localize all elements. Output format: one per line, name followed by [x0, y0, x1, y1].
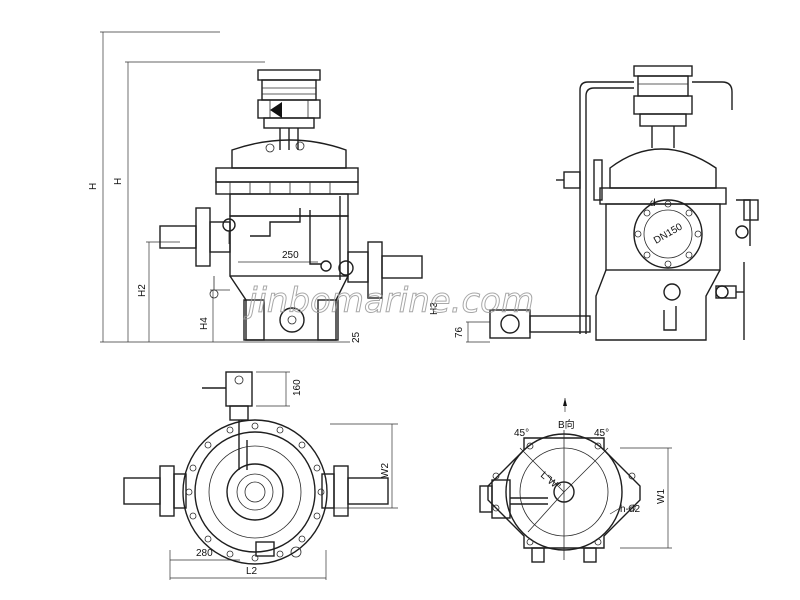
- port-d-label: d: [650, 198, 656, 209]
- b-direction-label: B向: [558, 418, 575, 431]
- angle-left: 45°: [514, 428, 529, 439]
- dim-W1: W1: [656, 489, 667, 504]
- dim-76: 76: [454, 326, 465, 338]
- dim-H-inner: H: [113, 178, 124, 185]
- dim-25: 25: [351, 331, 362, 343]
- b-direction-view: B向 45° 45° L"W" h-d2 W1: [479, 398, 672, 563]
- dim-H-outer: H: [88, 183, 99, 190]
- dim-160: 160: [292, 379, 303, 396]
- flange-dn-label: DN150: [652, 221, 685, 246]
- hd2-label: h-d2: [620, 504, 640, 515]
- dim-W2: W2: [380, 463, 391, 478]
- dim-L2: L2: [246, 566, 258, 577]
- front-view: H H H2 H4 250 25 H3: [88, 31, 440, 343]
- dim-H4: H4: [199, 317, 210, 330]
- LW-label: L"W": [538, 470, 562, 493]
- angle-right: 45°: [594, 428, 609, 439]
- watermark: jinbomarine.com: [244, 281, 534, 321]
- dim-H3: H3: [429, 302, 440, 315]
- dim-280: 280: [196, 548, 213, 559]
- dim-250: 250: [282, 250, 299, 261]
- dim-H2: H2: [137, 284, 148, 297]
- plan-view: 160 W2 280 L2: [123, 371, 398, 580]
